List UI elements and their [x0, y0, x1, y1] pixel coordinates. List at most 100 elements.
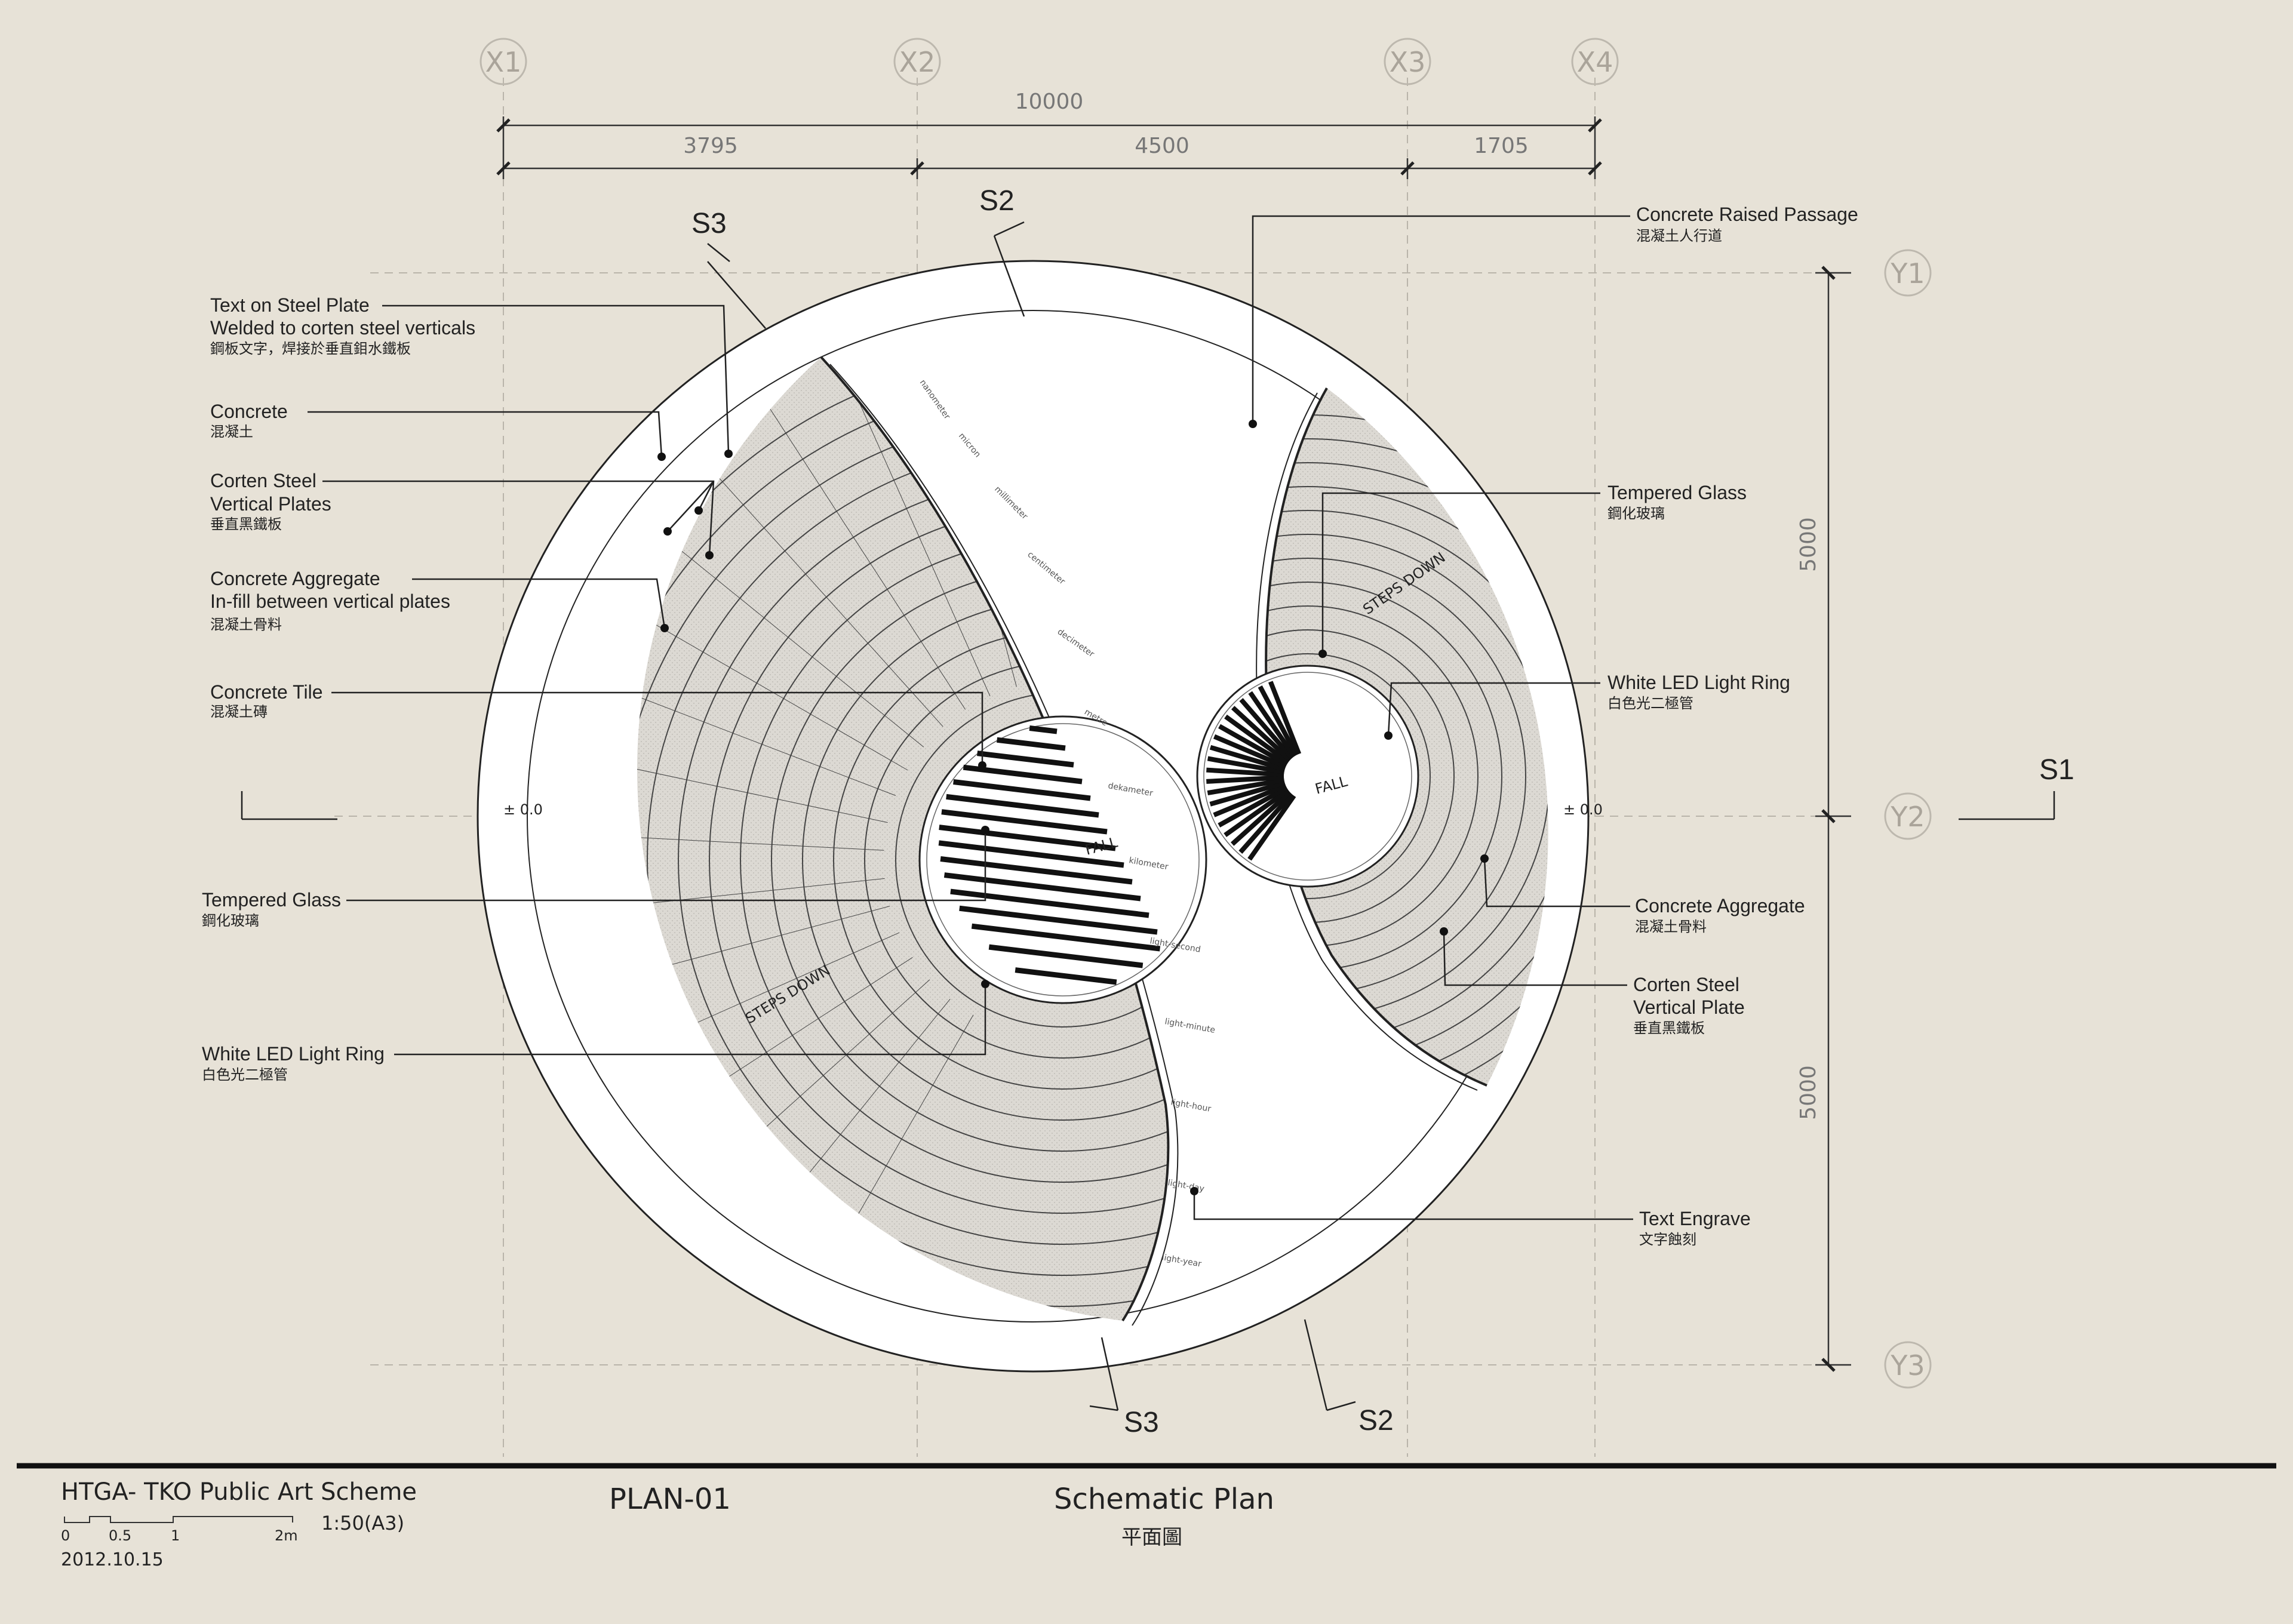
scale-tick-1: 1: [171, 1527, 180, 1544]
pit-step: [1224, 788, 1290, 837]
dim-segment-2: 4500: [1135, 134, 1189, 158]
grid-bubbles-x: X1 X2 X3 X4: [479, 38, 1619, 85]
grid-label-y2: Y2: [1890, 801, 1925, 833]
leader-dot: [1440, 927, 1448, 936]
pit-step: [1029, 725, 1058, 734]
left-annotations: Text on Steel Plate Welded to corten ste…: [202, 294, 989, 1083]
seating-joint: [770, 408, 966, 710]
dim-segment-1: 3795: [683, 134, 738, 158]
label-text-engrave: Text Engrave: [1639, 1208, 1751, 1229]
dim-vertical-2: 5000: [1796, 1065, 1821, 1120]
grid-bubble-y1: [1884, 249, 1932, 297]
drawing-title: Schematic Plan: [1054, 1482, 1274, 1516]
leader-dot: [981, 980, 989, 988]
pit-step: [997, 737, 1066, 751]
pit-step: [1224, 714, 1290, 764]
seating-ring: [1266, 438, 1548, 1085]
grid-label-y3: Y3: [1890, 1349, 1925, 1382]
seating-joint: [637, 748, 888, 823]
dim-vertical-1: 5000: [1796, 517, 1821, 572]
leader-dot: [1318, 650, 1327, 658]
pit-step: [1206, 767, 1284, 777]
label-led-right: White LED Light Ring: [1607, 672, 1790, 693]
label-corten-left: Corten Steel: [210, 470, 316, 491]
pit-step: [953, 779, 1091, 801]
section-s2-bottom: S2: [1358, 1405, 1394, 1437]
grid-bubble-x3: [1384, 38, 1431, 85]
label-glass-left: Tempered Glass: [202, 889, 341, 911]
grid-label-x1: X1: [485, 46, 522, 78]
label-led-right-zh: 白色光二極管: [1607, 695, 1693, 712]
leader-dot: [657, 453, 666, 461]
pit-step: [1207, 756, 1285, 774]
leader-dot: [981, 826, 989, 834]
pit-step: [939, 825, 1116, 851]
label-led-left-zh: 白色光二極管: [202, 1066, 288, 1083]
pit-step: [940, 856, 1133, 885]
grid-bubble-x2: [893, 38, 941, 85]
seating-joint: [844, 368, 991, 697]
pit-step: [1239, 698, 1294, 760]
pit-step: [941, 809, 1108, 835]
section-markers: S1 S2 S3 S3 S2: [241, 185, 2074, 1438]
leader-dot: [663, 527, 672, 536]
pit-step: [1213, 783, 1287, 817]
seating-joint: [637, 906, 890, 999]
grid-label-x3: X3: [1390, 46, 1426, 78]
seating-joint: [637, 667, 896, 796]
pit-step: [977, 751, 1074, 768]
drawing-date: 2012.10.15: [61, 1549, 164, 1570]
label-glass-right-zh: 鋼化玻璃: [1607, 505, 1665, 522]
drawing-title-zh: 平面圖: [1121, 1525, 1182, 1549]
grid-label-x4: X4: [1577, 46, 1613, 78]
grid-label-x2: X2: [899, 46, 936, 78]
pit-step: [1238, 792, 1294, 854]
seating-joint: [637, 831, 884, 851]
label-concrete-tile: Concrete Tile: [210, 681, 323, 703]
pit-step: [943, 872, 1141, 902]
label-corten-left-2: Vertical Plates: [210, 493, 331, 515]
pit-step: [1218, 785, 1288, 828]
grid-label-y1: Y1: [1890, 257, 1925, 290]
label-concrete-tile-zh: 混凝土磚: [210, 703, 268, 720]
label-glass-left-zh: 鋼化玻璃: [202, 912, 259, 929]
grid-bubble-y2: [1884, 792, 1932, 840]
grid-bubble-y3: [1884, 1341, 1932, 1389]
pit-step: [988, 944, 1144, 968]
scale-tick-2m: 2m: [275, 1527, 298, 1544]
label-led-left: White LED Light Ring: [202, 1043, 385, 1065]
leader-dot: [978, 761, 986, 770]
left-pit: [918, 715, 1207, 1004]
leader-dot: [694, 506, 703, 515]
pit-step: [1268, 681, 1302, 755]
pit-step: [963, 764, 1083, 785]
title-block: HTGA- TKO Public Art Scheme 0 0.5 1 2m 1…: [17, 1463, 2276, 1570]
leader-dot: [1249, 420, 1257, 428]
scale-ratio: 1:50(A3): [321, 1512, 404, 1534]
label-aggregate-left-zh: 混凝土骨料: [210, 616, 282, 633]
leader-dot: [724, 450, 733, 458]
pit-step: [1230, 790, 1292, 846]
label-corten-left-zh: 垂直黑鐵板: [210, 516, 282, 533]
section-s2-top: S2: [979, 185, 1015, 217]
seating-joint: [637, 932, 900, 1079]
plan-circle: nanometermicronmillimetercentimeterdecim…: [477, 260, 1590, 1373]
seating-ring: [1266, 462, 1548, 1085]
leader-dot: [705, 551, 714, 559]
grid-bubble-x1: [479, 38, 527, 85]
label-text-on-steel-plate: Text on Steel Plate: [210, 294, 370, 316]
dimension-chain-vertical: 5000 5000: [1796, 266, 1851, 1372]
pit-step: [1213, 734, 1287, 770]
section-s1: S1: [2039, 754, 2074, 786]
seating-ring: [1266, 653, 1431, 899]
label-corten-right: Corten Steel: [1633, 974, 1739, 995]
pit-step: [1258, 685, 1299, 756]
label-text-on-steel-plate-zh: 鋼板文字，焊接於垂直鉬水鐵板: [210, 340, 411, 357]
seating-joint: [703, 460, 943, 727]
seating-joint: [637, 878, 885, 916]
label-concrete: Concrete: [210, 401, 288, 422]
pit-step: [950, 888, 1149, 918]
label-aggregate-right: Concrete Aggregate: [1635, 895, 1805, 916]
